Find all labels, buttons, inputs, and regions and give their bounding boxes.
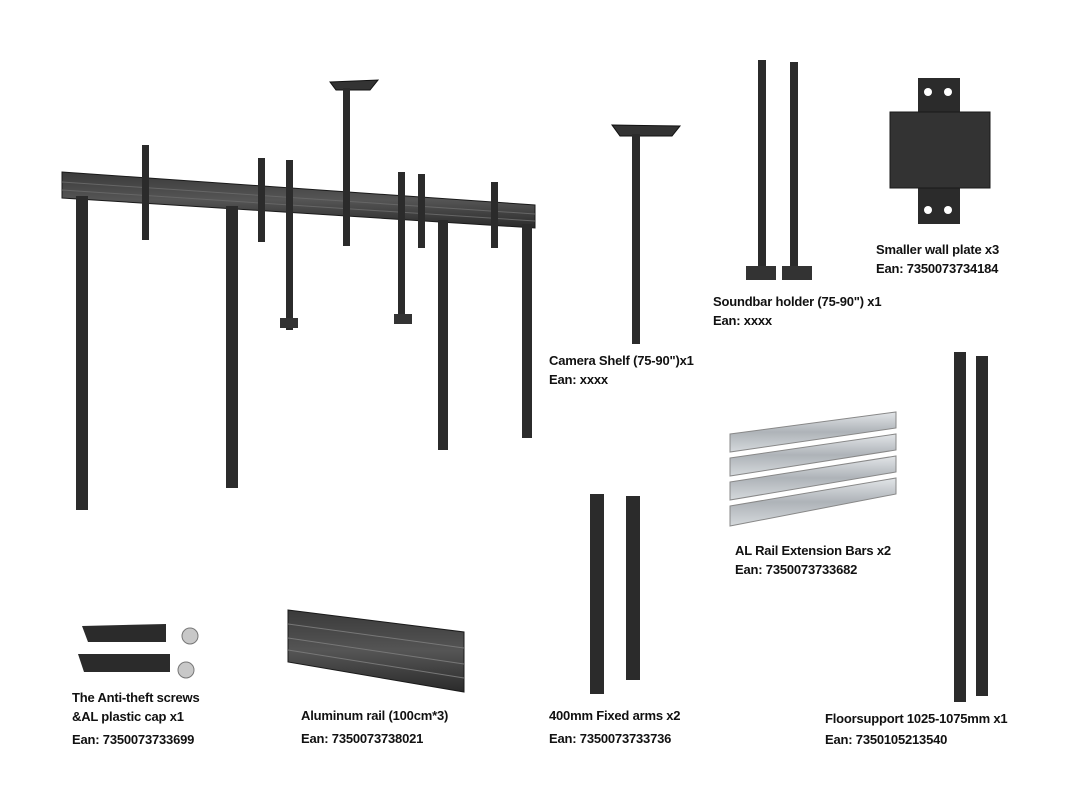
smaller-wall-plate-label: Smaller wall plate x3 Ean: 7350073734184 <box>876 240 999 278</box>
part-ean: Ean: 7350105213540 <box>825 732 948 747</box>
part-name: AL Rail Extension Bars x2 <box>735 543 891 558</box>
part-name: Soundbar holder (75-90") x1 <box>713 294 882 309</box>
anti-theft-screws-illustration <box>78 624 199 679</box>
soundbar-holder-label: Soundbar holder (75-90") x1 Ean: xxxx <box>713 292 882 330</box>
aluminum-rail-illustration <box>287 609 465 693</box>
floorsupport-illustration <box>954 352 988 702</box>
part-ean: Ean: 7350073733736 <box>549 731 672 746</box>
anti-theft-screws-label: The Anti-theft screws &AL plastic cap x1… <box>72 688 200 749</box>
part-ean: Ean: 7350073733682 <box>735 562 858 577</box>
part-ean: Ean: 7350073738021 <box>301 731 424 746</box>
camera-shelf-label: Camera Shelf (75-90")x1 Ean: xxxx <box>549 351 694 389</box>
fixed-arms-label: 400mm Fixed arms x2 Ean: 7350073733736 <box>549 706 681 748</box>
fixed-arms-illustration <box>590 494 640 694</box>
aluminum-rail-label: Aluminum rail (100cm*3) Ean: 73500737380… <box>301 706 448 748</box>
part-name: Floorsupport 1025-1075mm x1 <box>825 711 1008 726</box>
part-ean: Ean: xxxx <box>713 313 772 328</box>
assembled-stand-illustration <box>61 79 536 510</box>
al-rail-extension-illustration <box>729 411 897 527</box>
part-name: Smaller wall plate x3 <box>876 242 999 257</box>
part-name: The Anti-theft screws <box>72 690 200 705</box>
part-name: Aluminum rail (100cm*3) <box>301 708 449 723</box>
part-name: Camera Shelf (75-90")x1 <box>549 353 694 368</box>
soundbar-holder-illustration <box>746 60 812 280</box>
part-name: 400mm Fixed arms x2 <box>549 708 681 723</box>
floorsupport-label: Floorsupport 1025-1075mm x1 Ean: 7350105… <box>825 709 1008 749</box>
part-ean: Ean: 7350073734184 <box>876 261 999 276</box>
camera-shelf-illustration <box>611 124 682 344</box>
smaller-wall-plate-illustration <box>889 78 991 224</box>
al-rail-extension-label: AL Rail Extension Bars x2 Ean: 735007373… <box>735 541 891 579</box>
part-name-line2: &AL plastic cap x1 <box>72 709 184 724</box>
part-ean: Ean: 7350073733699 <box>72 732 195 747</box>
part-ean: Ean: xxxx <box>549 372 608 387</box>
